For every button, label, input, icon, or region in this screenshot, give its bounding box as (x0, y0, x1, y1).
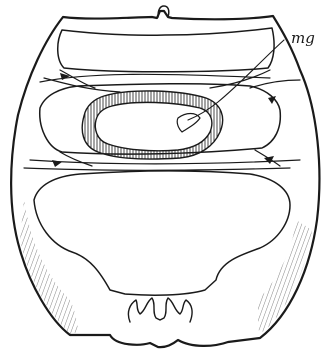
upper-cavity (58, 28, 274, 72)
ventral-fork (128, 298, 192, 322)
label-mg: mg (291, 29, 315, 47)
lower-cavity (34, 171, 290, 295)
mid-gut-ring (82, 91, 222, 159)
